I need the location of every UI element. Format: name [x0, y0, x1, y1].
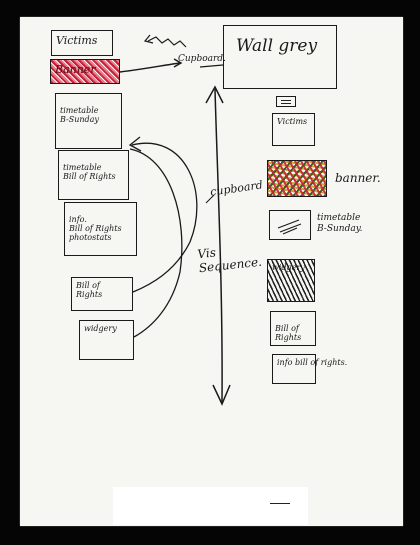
right-info-bill-of-rights-label: info bill of rights.	[277, 358, 348, 367]
cupboard-top-note: Cupboard.	[178, 54, 226, 64]
zigzag-arrow	[147, 36, 187, 48]
sequence-arrow-bottom-head	[212, 384, 231, 406]
paper-tape-strip	[113, 487, 308, 525]
right-widgery-label: widgery	[272, 263, 305, 272]
right-bill-of-rights-label: Bill of Rights	[275, 324, 302, 342]
scribble-lines-icon	[277, 219, 302, 235]
banner-label: Banner	[55, 63, 96, 76]
bill-of-rights-label: Bill of Rights	[76, 281, 103, 299]
wall-grey-box[interactable]: Wall grey	[223, 25, 337, 89]
right-victims-box[interactable]: Victims	[272, 113, 315, 146]
timetable-bill-of-rights-box[interactable]: timetable Bill of Rights	[58, 150, 129, 200]
victims-box[interactable]: Victims	[51, 30, 113, 56]
timetable-b-sunday-box[interactable]: timetable B-Sunday	[55, 93, 122, 149]
widgery-label: widgery	[84, 324, 117, 333]
victims-label: Victims	[56, 34, 98, 47]
cupboard-mid-note: cupboard	[209, 178, 264, 199]
zigzag-arrow-head	[143, 34, 154, 44]
right-timetable-box[interactable]	[269, 210, 311, 240]
widgery-box[interactable]: widgery	[79, 320, 134, 360]
info-bill-of-rights-box[interactable]: info. Bill of Rights photostats	[64, 202, 137, 256]
info-bill-of-rights-label: info. Bill of Rights photostats	[69, 215, 122, 242]
sequence-note: Vis Sequence.	[196, 245, 263, 276]
right-bill-of-rights-box[interactable]: Bill of Rights	[270, 311, 316, 346]
curve-arrow-head	[128, 136, 142, 152]
right-widgery-box[interactable]: widgery	[267, 259, 315, 302]
right-banner-box[interactable]	[267, 160, 327, 197]
banner-box[interactable]: Banner	[50, 59, 120, 84]
curve-to-bill-of-rights	[131, 142, 198, 293]
curve-to-widgery	[129, 148, 183, 338]
small-panel-mark	[276, 96, 296, 107]
timetable-bill-of-rights-label: timetable Bill of Rights	[63, 163, 116, 181]
right-info-bill-of-rights-box[interactable]: info bill of rights.	[272, 354, 347, 384]
tape-mark	[270, 503, 290, 512]
sequence-arrow-top-head	[205, 85, 224, 104]
right-victims-label: Victims	[277, 117, 308, 126]
wall-grey-label: Wall grey	[236, 36, 318, 56]
timetable-b-sunday-note: timetable B-Sunday.	[317, 213, 363, 234]
timetable-b-sunday-label: timetable B-Sunday	[60, 106, 99, 124]
bill-of-rights-box[interactable]: Bill of Rights	[71, 277, 133, 311]
banner-arrow	[119, 62, 181, 73]
sketch-page: Victims Banner timetable B-Sunday timeta…	[20, 17, 403, 526]
banner-note: banner.	[335, 171, 381, 185]
cupboard-connector	[199, 64, 224, 68]
